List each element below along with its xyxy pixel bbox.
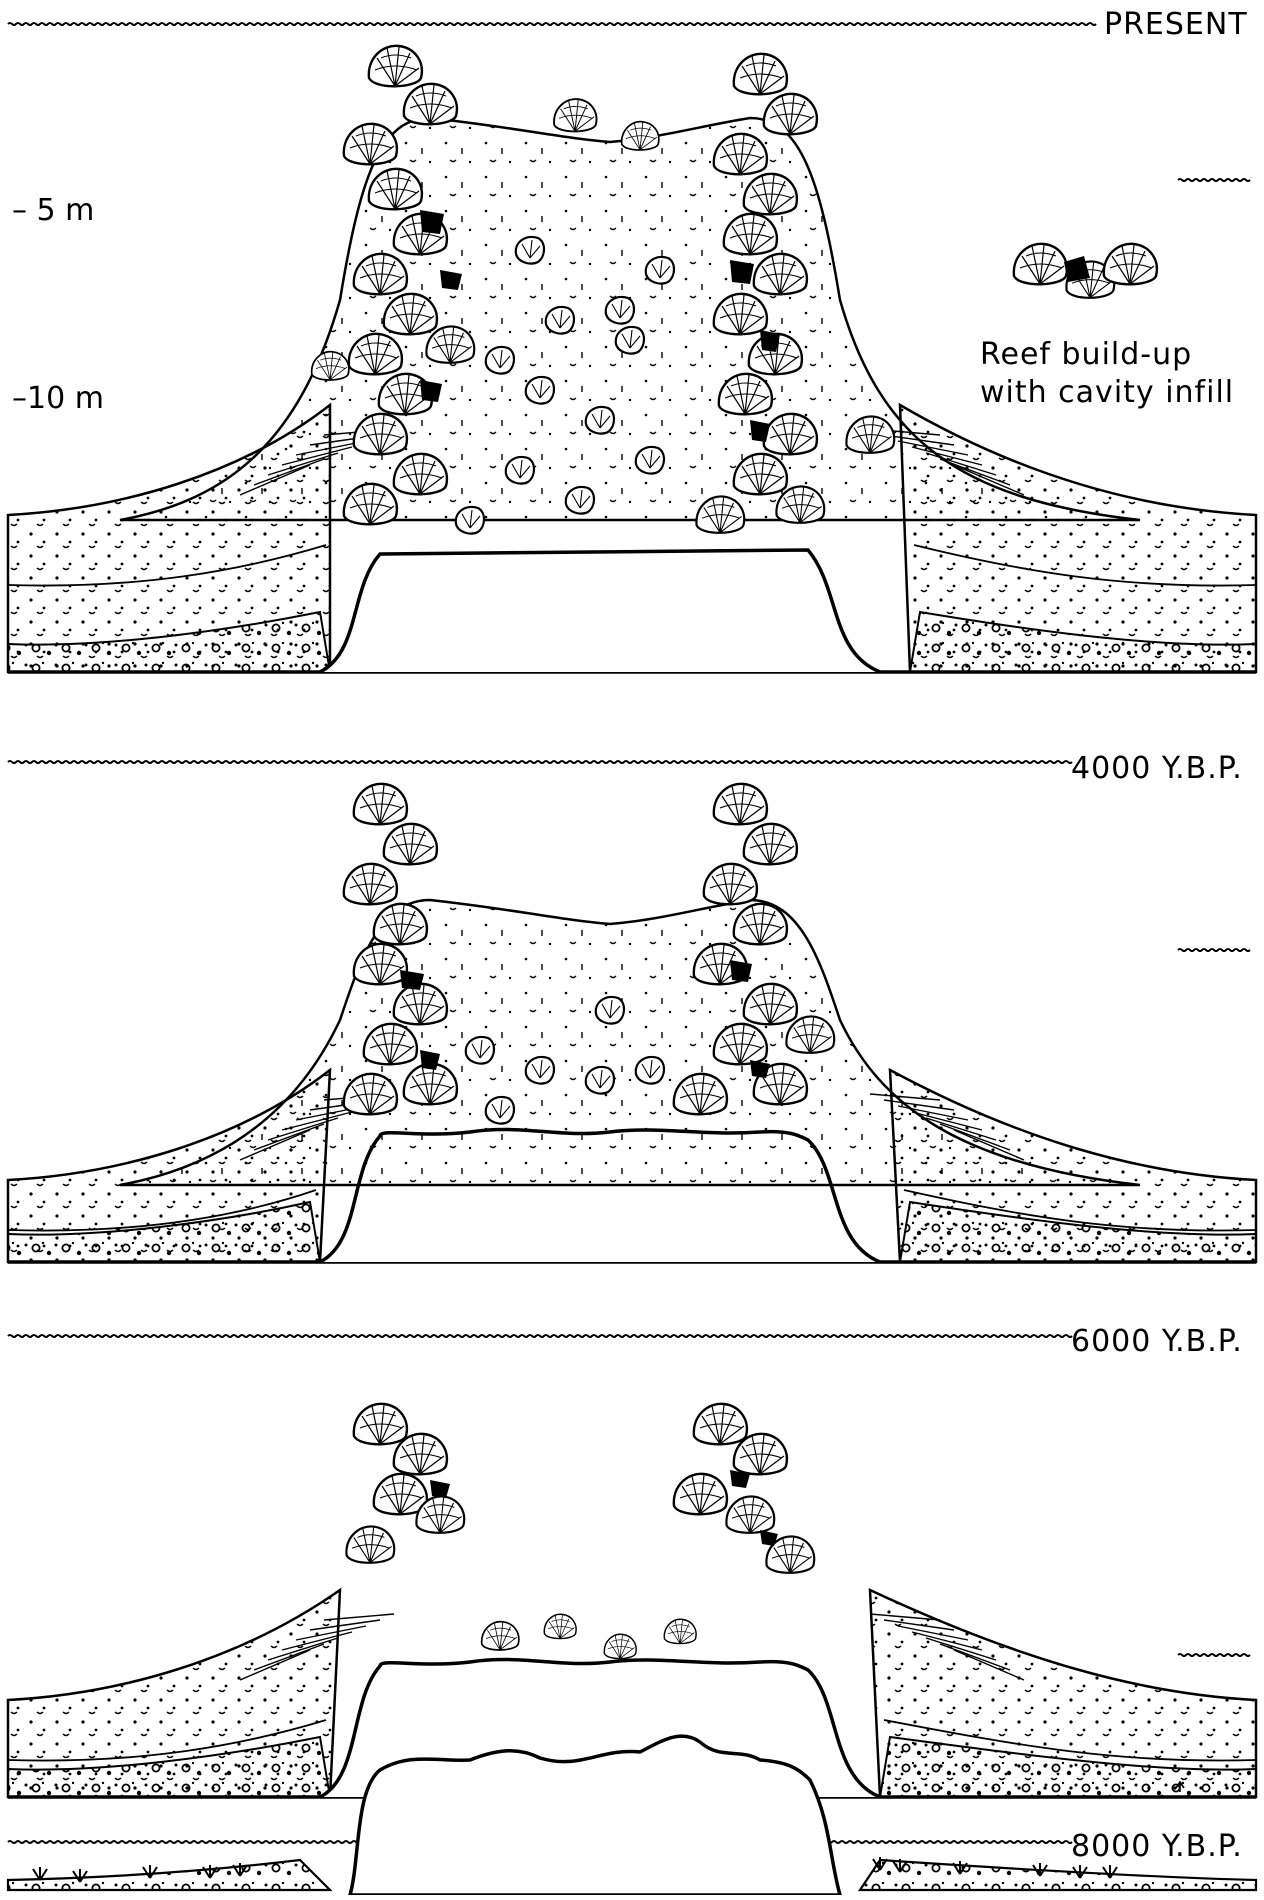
coral-head xyxy=(312,352,349,380)
antecedent-platform xyxy=(350,1736,840,1895)
coral-head xyxy=(674,1474,727,1514)
sea-level-line xyxy=(8,23,1096,25)
coral-head xyxy=(554,99,596,131)
sea-level-line xyxy=(8,761,1072,763)
coral-clast xyxy=(646,257,674,284)
coral-head xyxy=(664,1619,696,1643)
legend-line-1: Reef build-up xyxy=(980,336,1234,374)
coral-clast xyxy=(486,1097,514,1124)
coral-clast xyxy=(586,407,614,434)
coral-head xyxy=(369,46,422,86)
antecedent-platform xyxy=(320,550,880,672)
coral-head xyxy=(354,944,407,984)
legend-cavity xyxy=(1064,256,1090,282)
coral-head xyxy=(544,1614,576,1638)
cavity-void xyxy=(430,1480,450,1498)
stage-label-8000-ybp: 8000 Y.B.P. xyxy=(1071,1832,1243,1862)
coral-head xyxy=(726,1496,774,1532)
panel-6000-ybp xyxy=(8,1404,1256,1797)
coral-clast xyxy=(486,347,514,374)
cavity-void xyxy=(730,260,754,284)
coral-clast xyxy=(616,327,644,354)
coral-clast xyxy=(456,507,484,534)
stage-label-present: PRESENT xyxy=(1104,10,1248,40)
coral-head xyxy=(622,122,659,150)
coral-clast xyxy=(506,457,534,484)
coral-clast xyxy=(636,447,664,474)
coral-head xyxy=(1104,244,1157,284)
coral-clast xyxy=(526,1057,554,1084)
water-level-tick xyxy=(1178,1654,1250,1656)
cavity-void xyxy=(420,210,444,234)
coral-head xyxy=(704,864,757,904)
coral-clast xyxy=(586,1067,614,1094)
coral-head xyxy=(714,784,767,824)
coral-head xyxy=(374,904,427,944)
coral-head xyxy=(404,84,457,124)
stage-label-6000-ybp: 6000 Y.B.P. xyxy=(1071,1327,1243,1357)
coral-clast xyxy=(606,297,634,324)
coral-head xyxy=(354,1404,407,1444)
coral-head xyxy=(764,94,817,134)
coral-clast xyxy=(636,1057,664,1084)
panel-4000-ybp xyxy=(8,784,1256,1262)
coral-head xyxy=(604,1634,636,1658)
coral-head xyxy=(482,1622,519,1650)
gravel-layer-right xyxy=(860,1860,1256,1890)
coral-head xyxy=(344,124,397,164)
coral-clast xyxy=(526,377,554,404)
coral-clast xyxy=(516,237,544,264)
coral-clast xyxy=(596,997,624,1024)
coral-clast xyxy=(566,487,594,514)
depth-label-5m: – 5 m xyxy=(12,196,94,226)
legend-line-2: with cavity infill xyxy=(980,374,1234,412)
depth-label-10m: –10 m xyxy=(12,384,104,414)
legend-symbol xyxy=(1014,244,1157,298)
legend-caption: Reef build-up with cavity infill xyxy=(980,336,1234,412)
coral-head xyxy=(744,824,797,864)
water-level-tick xyxy=(1178,949,1250,951)
coral-head xyxy=(1014,244,1067,284)
coral-clast xyxy=(546,307,574,334)
sea-level-line xyxy=(8,1335,1072,1337)
coral-head xyxy=(344,864,397,904)
stage-label-4000-ybp: 4000 Y.B.P. xyxy=(1071,754,1243,784)
coral-head xyxy=(354,784,407,824)
coral-head xyxy=(694,1404,747,1444)
water-level-tick xyxy=(1178,179,1250,181)
coral-head xyxy=(346,1526,394,1562)
coral-head xyxy=(374,1474,427,1514)
coral-head xyxy=(734,54,787,94)
coral-clast xyxy=(466,1037,494,1064)
gravel-layer-left xyxy=(8,1860,330,1890)
coral-head xyxy=(384,824,437,864)
